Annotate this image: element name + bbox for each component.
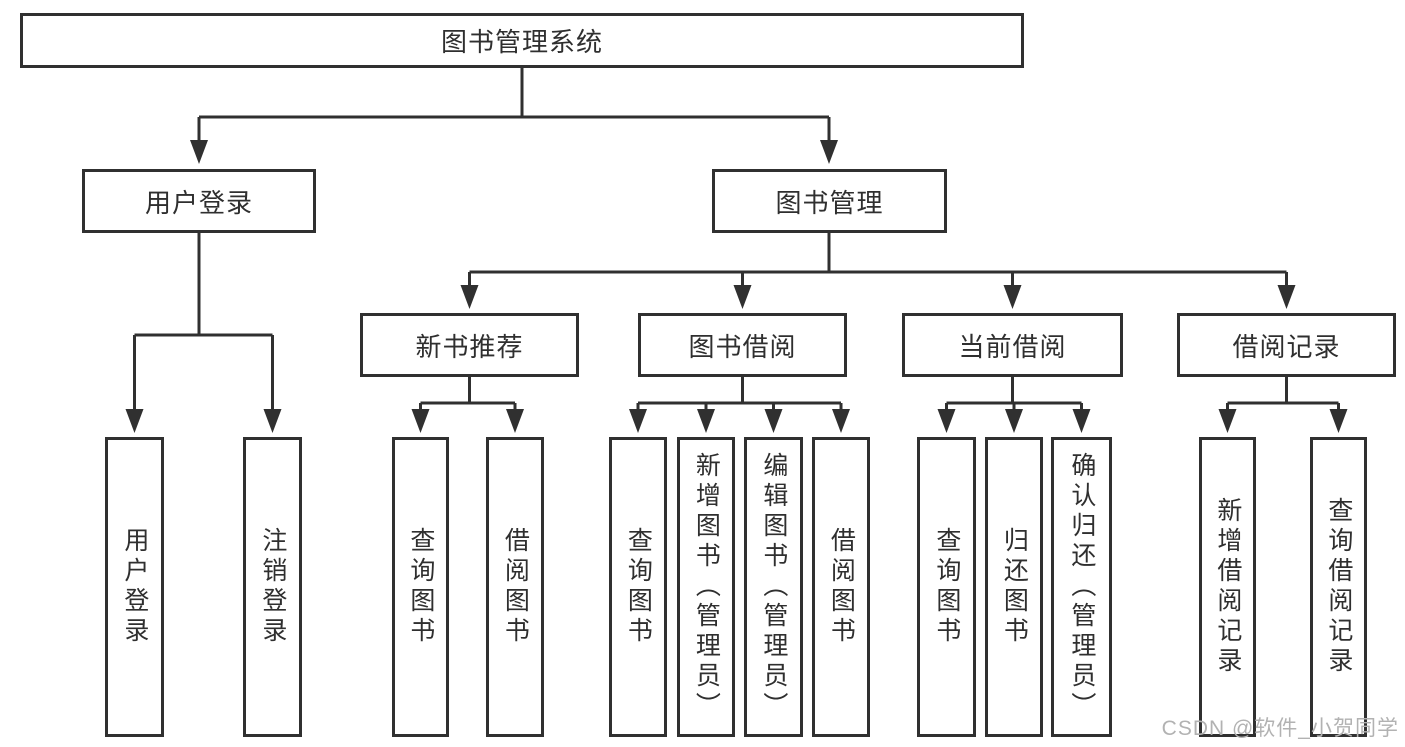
leaf-query-borrow-record: 查询借阅记录: [1310, 437, 1367, 737]
node-user-login: 用户登录: [82, 169, 316, 233]
connector-currentborrow-to-children: [937, 377, 1091, 433]
connector-records-to-children: [1218, 377, 1348, 433]
node-library-system-label: 图书管理系统: [440, 27, 603, 57]
leaf-user-login: 用户登录: [105, 437, 164, 737]
node-library-system: 图书管理系统: [20, 13, 1024, 68]
leaf-edit-books-admin: 编辑图书（管理员）: [744, 437, 803, 737]
leaf-add-books-admin-label: 新增图书（管理员）: [692, 452, 721, 722]
leaf-logout: 注销登录: [243, 437, 302, 737]
node-book-borrowing-label: 图书借阅: [688, 331, 797, 362]
leaf-confirm-return-admin: 确认归还（管理员）: [1051, 437, 1112, 737]
leaf-add-borrow-record-label: 新增借阅记录: [1213, 497, 1242, 677]
connector-newbook-to-children: [411, 377, 524, 433]
node-current-borrowing: 当前借阅: [902, 313, 1123, 377]
leaf-newbook-query-books-label: 查询图书: [406, 527, 435, 647]
leaf-current-query-books: 查询图书: [917, 437, 976, 737]
leaf-newbook-borrow-books: 借阅图书: [486, 437, 544, 737]
connector-root-to-level2: [190, 68, 838, 164]
leaf-edit-books-admin-label: 编辑图书（管理员）: [759, 452, 788, 722]
leaf-add-books-admin: 新增图书（管理员）: [677, 437, 735, 737]
node-user-login-label: 用户登录: [144, 187, 253, 218]
node-new-book-recommend-label: 新书推荐: [415, 331, 524, 362]
node-borrowing-records-label: 借阅记录: [1232, 331, 1341, 362]
node-current-borrowing-label: 当前借阅: [958, 331, 1067, 362]
leaf-borrow-query-books: 查询图书: [609, 437, 667, 737]
leaf-borrow-books-label: 借阅图书: [827, 527, 856, 647]
node-new-book-recommend: 新书推荐: [360, 313, 579, 377]
leaf-borrow-query-books-label: 查询图书: [624, 527, 653, 647]
connector-bookmgmt-to-level3: [460, 233, 1296, 309]
connector-userlogin-to-children: [125, 233, 282, 433]
leaf-return-books: 归还图书: [985, 437, 1043, 737]
node-book-borrowing: 图书借阅: [638, 313, 847, 377]
leaf-return-books-label: 归还图书: [1000, 527, 1029, 647]
leaf-add-borrow-record: 新增借阅记录: [1199, 437, 1256, 737]
leaf-query-borrow-record-label: 查询借阅记录: [1324, 497, 1353, 677]
connector-bookborrow-to-children: [629, 377, 850, 433]
node-book-management-label: 图书管理: [775, 187, 884, 218]
leaf-current-query-books-label: 查询图书: [932, 527, 961, 647]
node-borrowing-records: 借阅记录: [1177, 313, 1396, 377]
leaf-user-login-label: 用户登录: [120, 527, 149, 647]
watermark-text: CSDN @软件_小贺同学: [1161, 717, 1399, 740]
leaf-newbook-borrow-books-label: 借阅图书: [501, 527, 530, 647]
node-book-management: 图书管理: [712, 169, 947, 233]
leaf-logout-label: 注销登录: [258, 527, 287, 647]
leaf-borrow-books: 借阅图书: [812, 437, 870, 737]
leaf-confirm-return-admin-label: 确认归还（管理员）: [1067, 452, 1096, 722]
leaf-newbook-query-books: 查询图书: [392, 437, 449, 737]
